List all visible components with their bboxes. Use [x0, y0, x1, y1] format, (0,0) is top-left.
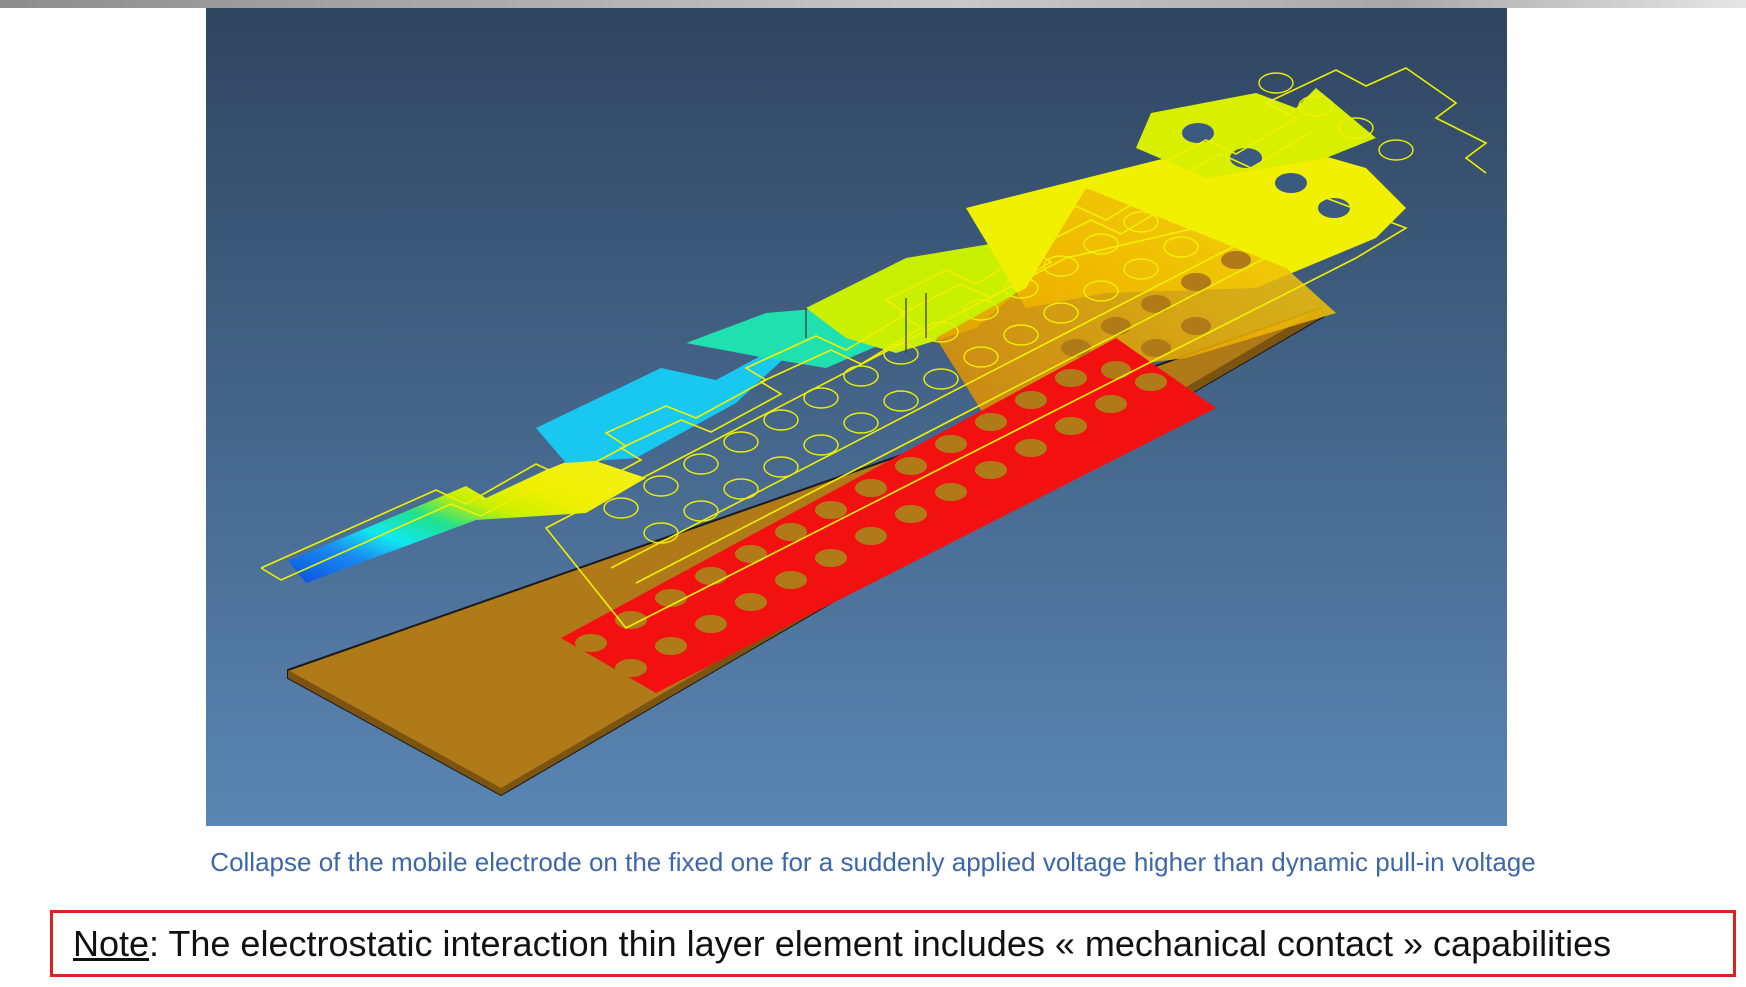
note-label: Note	[73, 922, 150, 964]
mobile-beam-yellowgreen	[806, 243, 1056, 353]
undeformed-hole-outlines	[603, 72, 1414, 544]
contact-zone-red	[561, 338, 1216, 693]
mobile-plate-top	[1136, 88, 1376, 178]
mobile-beam-cyan	[536, 338, 806, 463]
note-box: Note: The electrostatic interaction thin…	[50, 910, 1736, 977]
top-plate-holes	[1182, 123, 1350, 218]
mobile-beam-blue	[288, 456, 646, 583]
figure-caption: Collapse of the mobile electrode on the …	[210, 847, 1536, 877]
undeformed-outline	[260, 67, 1488, 630]
mobile-plate-holes	[1061, 251, 1251, 379]
top-bar	[0, 0, 1746, 8]
note-text: : The electrostatic interaction thin lay…	[149, 922, 1612, 964]
spring-anchor-lines	[805, 293, 927, 353]
contact-zone-holes	[575, 369, 1167, 677]
fea-simulation-image	[206, 8, 1507, 826]
mobile-warm-zone	[936, 188, 1336, 418]
